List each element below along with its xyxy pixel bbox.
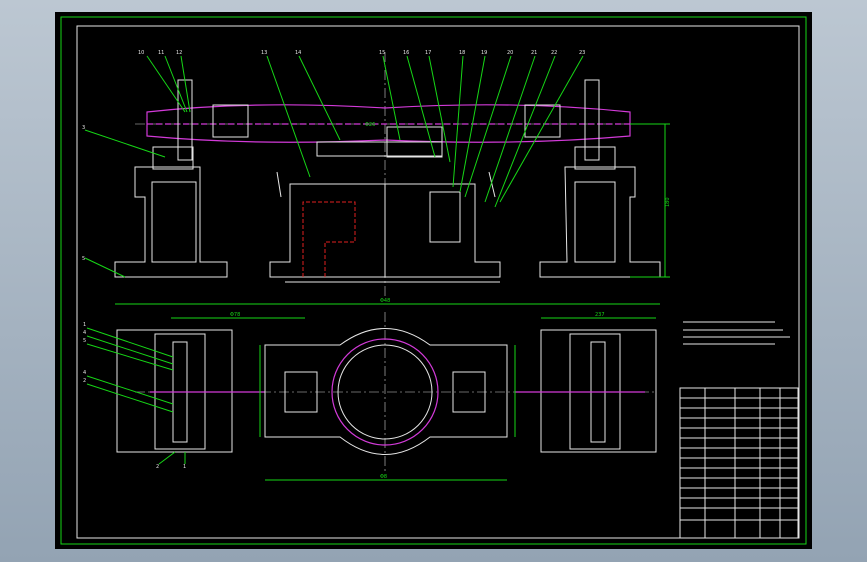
balloon-plan-5: 5 (83, 338, 86, 344)
balloon-left-3: 3 (82, 125, 85, 131)
balloon-plan-1: 1 (83, 322, 86, 328)
balloon-plan-2: 2 (83, 378, 86, 384)
parts-list (679, 387, 799, 539)
balloon-18: 18 (459, 50, 465, 56)
hidden-lines (302, 201, 356, 277)
right-support (539, 166, 661, 278)
balloon-10: 10 (138, 50, 144, 56)
center-body-right (384, 183, 501, 278)
balloon-bottom-1: 1 (183, 464, 186, 470)
bore-ring-outer (331, 338, 439, 446)
left-support (114, 166, 228, 278)
balloon-plan-4b: 4 (83, 370, 86, 376)
cad-viewport[interactable]: 180 Φ26 10 11 12 13 14 15 (55, 12, 812, 549)
balloon-19: 19 (481, 50, 487, 56)
balloon-12: 12 (176, 50, 182, 56)
balloon-21: 21 (531, 50, 537, 56)
dim-width-left: Φ78 (230, 312, 240, 318)
balloon-22: 22 (551, 50, 557, 56)
balloon-16: 16 (403, 50, 409, 56)
balloon-20: 20 (507, 50, 513, 56)
center-body-plan (264, 328, 508, 455)
workpiece-shaft (146, 104, 631, 143)
outer-frame (60, 16, 807, 545)
balloon-14: 14 (295, 50, 301, 56)
assembly-drawing: 180 Φ26 10 11 12 13 14 15 (60, 16, 807, 545)
balloon-bottom-2: 2 (156, 464, 159, 470)
dim-top-center: Φ26 (365, 122, 375, 128)
front-view: 180 Φ26 10 11 12 13 14 15 (82, 50, 671, 297)
dim-bottom: Φ8 (380, 474, 387, 480)
balloon-13: 13 (261, 50, 267, 56)
balloon-plan-4: 4 (83, 330, 86, 336)
left-clamp-bar (177, 79, 193, 161)
balloon-17: 17 (425, 50, 431, 56)
dim-side-height: 180 (665, 197, 671, 207)
hatch-right (524, 104, 561, 138)
dim-width-right: 237 (595, 312, 605, 318)
balloons-top: 10 11 12 13 14 15 16 17 18 19 20 21 22 2… (82, 50, 585, 262)
balloon-23: 23 (579, 50, 585, 56)
center-plate (316, 141, 443, 157)
right-clamp-plan (540, 329, 657, 453)
title-block (679, 387, 799, 539)
hatch-left (212, 104, 249, 138)
right-clamp-bar (584, 79, 600, 161)
balloon-left-5: 5 (82, 256, 85, 262)
notes-block (683, 321, 790, 345)
plan-view: Φ48 Φ78 237 Φ8 (83, 298, 660, 481)
bore-ring-inner (337, 344, 433, 440)
balloon-15: 15 (379, 50, 385, 56)
dim-overall: Φ48 (380, 298, 390, 304)
center-body-left (269, 183, 386, 278)
inner-frame (76, 25, 800, 539)
balloon-11: 11 (158, 50, 164, 56)
